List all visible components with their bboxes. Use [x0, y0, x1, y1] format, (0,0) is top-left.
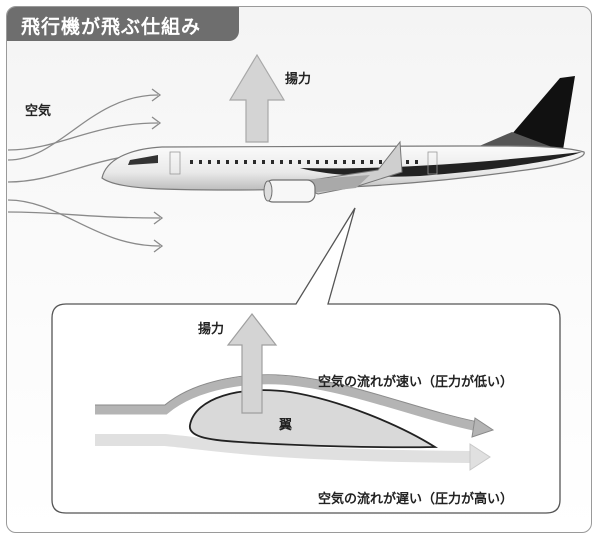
- passenger-windows: [190, 160, 418, 164]
- airflow-upper-arrowhead: [471, 417, 495, 438]
- lift-arrow-detail: [226, 313, 278, 414]
- lift-arrow-top: [228, 53, 286, 143]
- door: [169, 151, 181, 175]
- airflow-line: [7, 94, 159, 161]
- title-tab: 飛行機が飛ぶ仕組み: [7, 7, 239, 41]
- lift-label-detail: 揚力: [198, 322, 225, 337]
- tail-fin: [500, 76, 575, 150]
- wing-label: 翼: [279, 418, 293, 433]
- fuselage: [101, 145, 585, 191]
- slow-airflow-label: 空気の流れが遅い（圧力が高い）: [318, 492, 514, 507]
- airflow-lower-arrowhead: [469, 443, 491, 471]
- engine-intake: [263, 180, 273, 202]
- airflow-upper: [95, 375, 479, 432]
- fuselage-stripe: [300, 152, 582, 177]
- diagram-title: 飛行機が飛ぶ仕組み: [21, 16, 202, 38]
- fast-airflow-label: 空気の流れが速い（圧力が低い）: [318, 375, 514, 390]
- airflow-lines: [7, 88, 164, 253]
- airflow-line: [7, 211, 161, 219]
- wing-near: [300, 175, 370, 193]
- airplane-illustration: [101, 76, 585, 203]
- door: [427, 151, 438, 175]
- airflow-line: [7, 122, 159, 151]
- callout-box: [51, 207, 561, 514]
- lift-label-top: 揚力: [285, 72, 312, 87]
- airflow-line: [7, 199, 161, 247]
- airflow-lower: [95, 434, 471, 463]
- cockpit-window: [128, 155, 158, 165]
- air-label: 空気: [25, 104, 52, 119]
